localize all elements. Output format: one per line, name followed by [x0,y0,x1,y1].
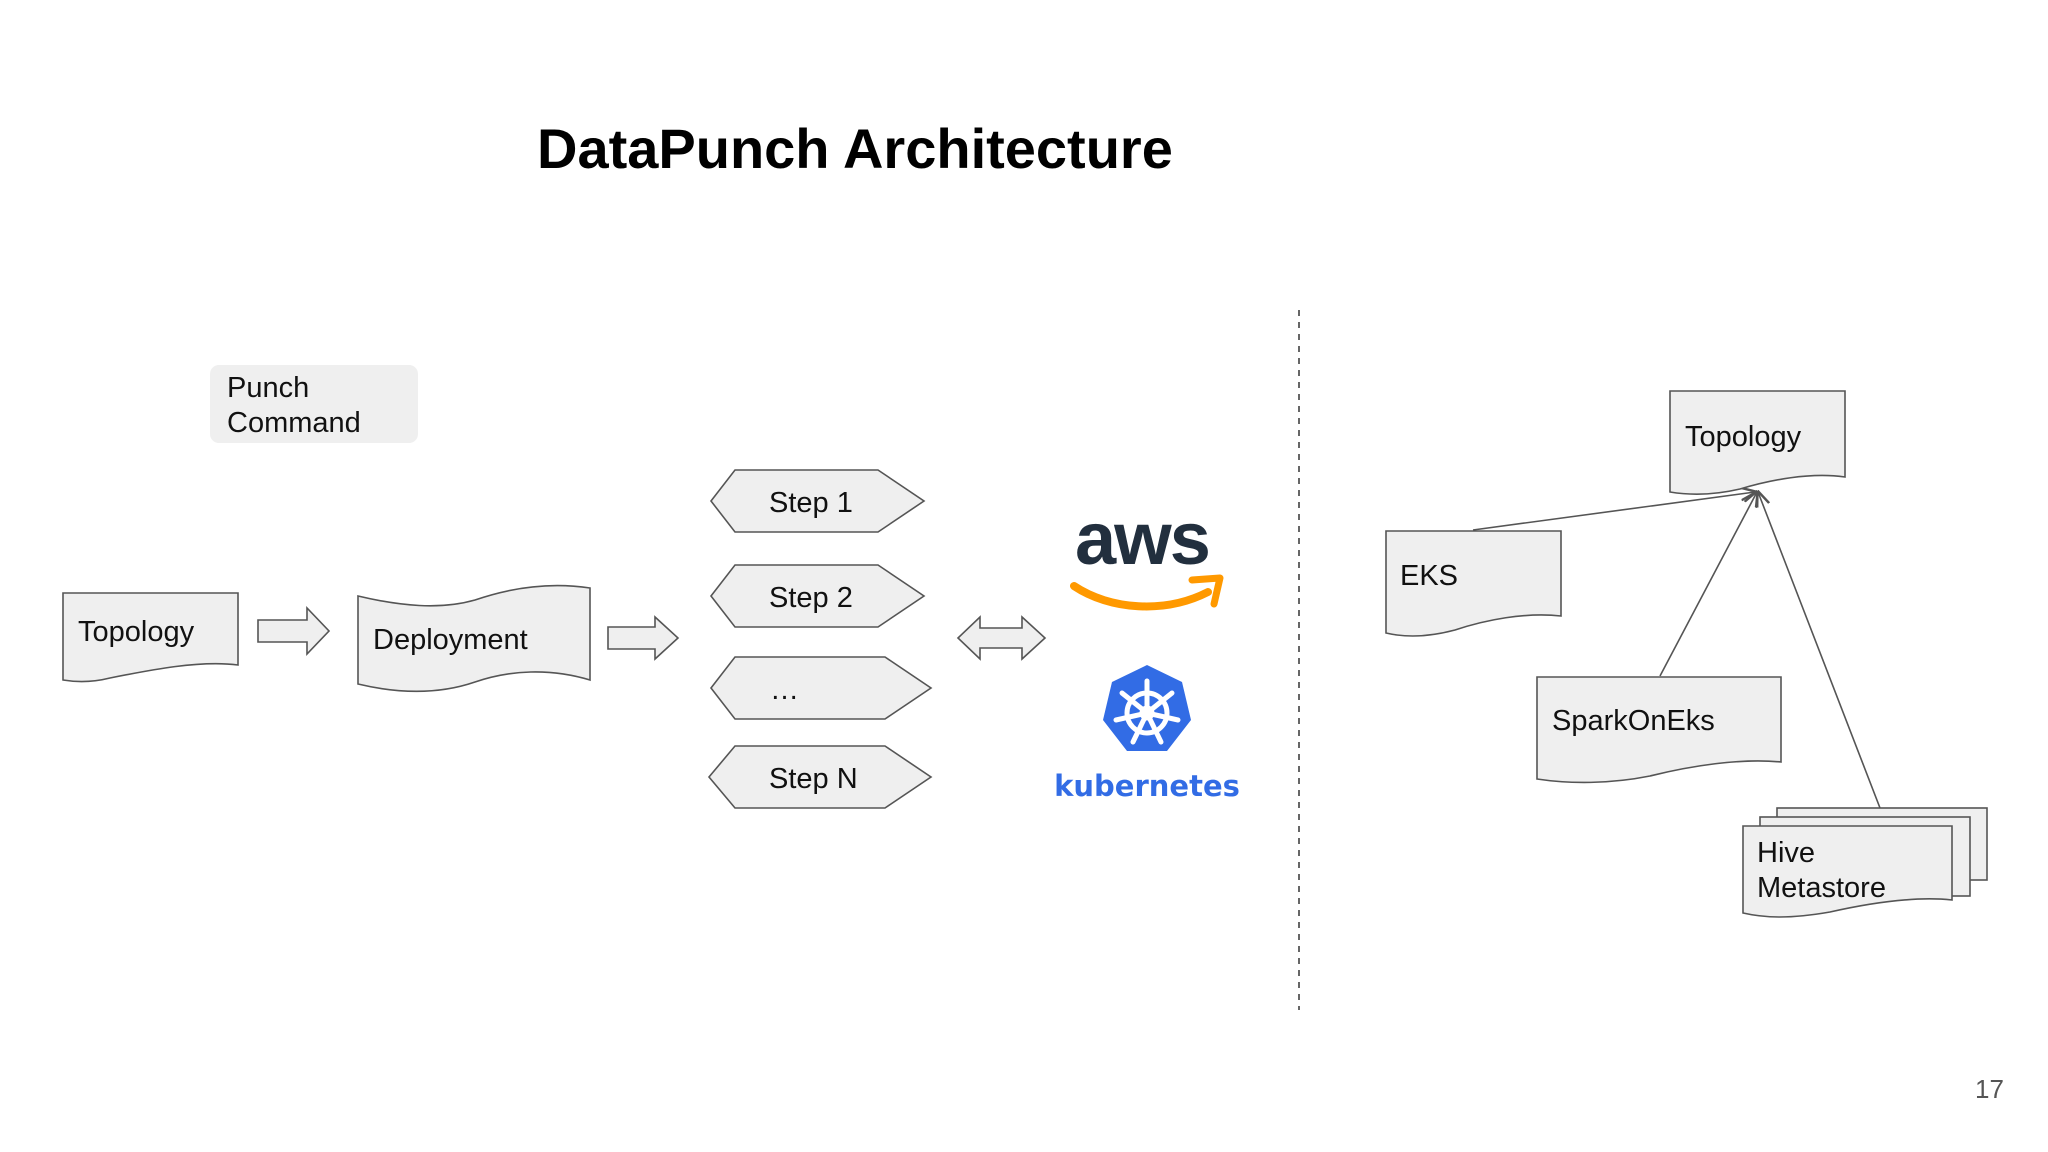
kubernetes-logo: kubernetes [1054,665,1240,803]
right-arrow-1 [257,606,331,656]
kubernetes-wordmark: kubernetes [1054,769,1240,803]
root-topology-label: Topology [1685,421,1802,453]
spark-to-topology-arrow [1659,492,1757,677]
slide-title: DataPunch Architecture [537,117,1173,180]
step-ellipsis-label: … [770,674,799,706]
step-ellipsis-hexagon: … [709,656,933,720]
deployment-shape: Deployment [357,584,591,693]
page-number: 17 [1975,1074,2004,1104]
step-n-hexagon: Step N [707,745,933,809]
step-2-hexagon: Step 2 [709,564,926,628]
aws-smile-icon [1070,582,1212,611]
eks-to-topology-arrow [1472,492,1755,531]
hive-metastore-multidocument: Hive Metastore [1742,807,1988,918]
hive-metastore-label: Hive Metastore [1757,837,1886,904]
punch-command-label: Punch Command [227,372,361,439]
hive-to-topology-arrow [1758,492,1881,809]
sparkoneks-label: SparkOnEks [1552,705,1715,737]
step-1-hexagon: Step 1 [709,469,926,533]
step-2-label: Step 2 [769,582,853,614]
sparkoneks-document: SparkOnEks [1536,676,1782,784]
aws-logo: aws [1070,497,1224,611]
eks-document: EKS [1385,530,1562,637]
deployment-label: Deployment [373,624,528,656]
eks-label: EKS [1400,560,1458,592]
topology-label: Topology [78,616,195,648]
aws-smile-tip-icon [1188,574,1224,608]
topology-document: Topology [62,592,239,683]
tree-connectors [1472,492,1881,809]
kubernetes-helm-icon [1103,665,1191,751]
punch-command-box: Punch Command [210,365,418,443]
right-arrow-2 [607,615,680,661]
aws-wordmark: aws [1075,497,1209,580]
root-topology-document: Topology [1669,390,1846,496]
double-arrow [956,615,1047,661]
step-1-label: Step 1 [769,487,853,519]
step-n-label: Step N [769,763,858,795]
